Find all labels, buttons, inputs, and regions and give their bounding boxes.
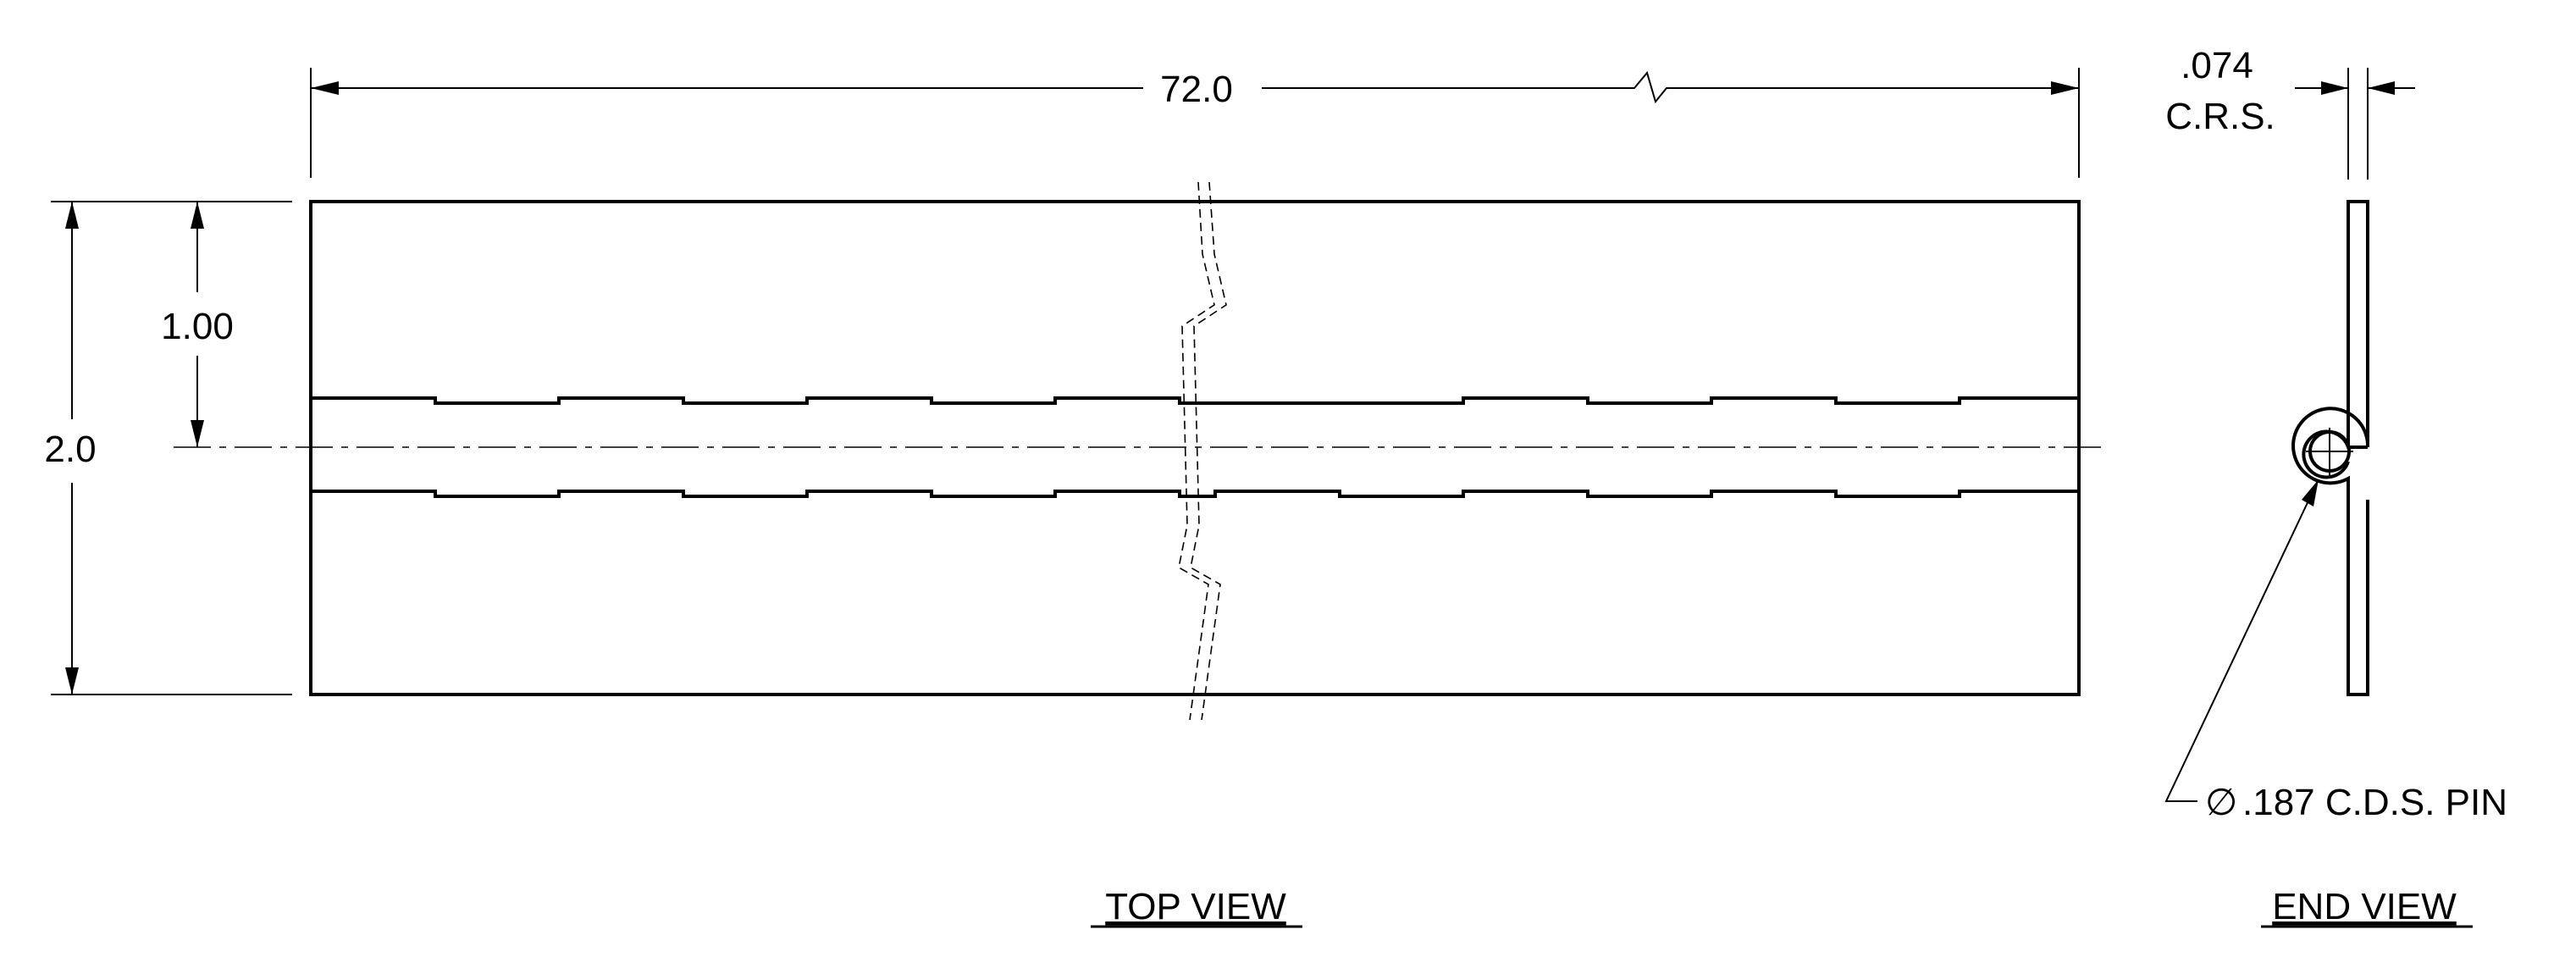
lower-leaf-outline bbox=[309, 491, 2081, 696]
thickness-value-text: .074 bbox=[2181, 45, 2253, 86]
upper-leaf-outline bbox=[309, 200, 2081, 403]
width-dimension-text: 2.0 bbox=[44, 429, 96, 470]
end-view-title: END VIEW bbox=[2272, 886, 2457, 927]
knuckle-inner-top-line bbox=[309, 396, 2081, 405]
length-dimension-text: 72.0 bbox=[1160, 69, 1233, 110]
half-width-dimension-text: 1.00 bbox=[161, 306, 234, 347]
knuckle-profile bbox=[309, 396, 2081, 491]
pin-diameter-symbol: ∅ bbox=[2205, 782, 2237, 823]
pin-leader: ∅ .187 C.D.S. PIN bbox=[2164, 479, 2507, 823]
end-view-knuckle bbox=[2291, 407, 2370, 500]
thickness-dimension: .074 C.R.S. bbox=[2165, 45, 2415, 180]
end-view-lower-leaf bbox=[2347, 500, 2369, 696]
end-view-upper-leaf bbox=[2347, 200, 2369, 447]
half-width-dimension: 1.00 bbox=[161, 202, 234, 447]
top-view: 72.0 2.0 1.00 TOP VIEW bbox=[44, 68, 2104, 927]
length-dimension: 72.0 bbox=[310, 68, 2080, 178]
pin-callout-text: .187 C.D.S. PIN bbox=[2242, 782, 2507, 823]
knuckle-inner-bottom-line bbox=[311, 490, 2079, 498]
width-dimension: 2.0 bbox=[44, 201, 292, 695]
thickness-material-text: C.R.S. bbox=[2165, 96, 2275, 137]
break-lines bbox=[1178, 181, 1227, 721]
top-view-title: TOP VIEW bbox=[1105, 886, 1286, 927]
end-view: .074 C.R.S. ∅ .187 C.D.S. PIN END VIEW bbox=[2164, 45, 2507, 927]
